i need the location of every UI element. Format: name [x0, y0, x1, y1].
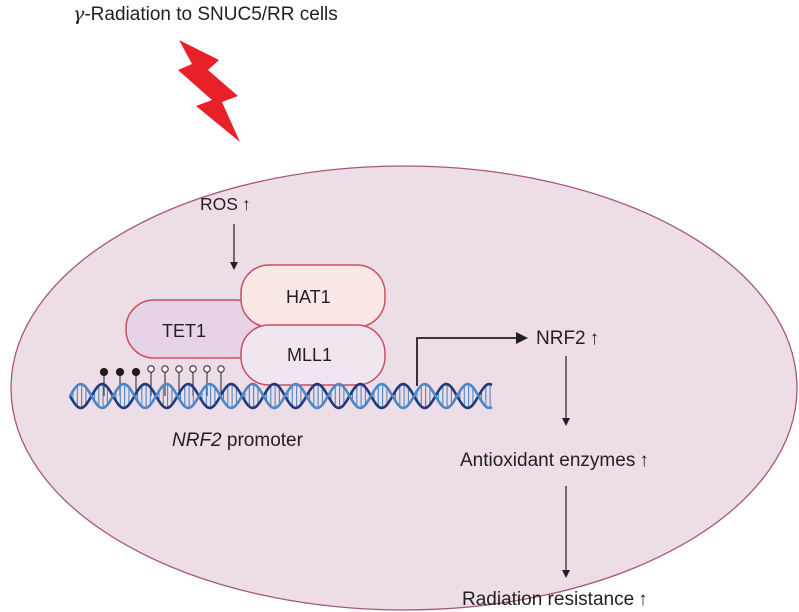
transcription-arrow-head: [516, 332, 528, 344]
dna-helix: [68, 382, 493, 410]
unmethylated-cpg-mark: [175, 365, 183, 373]
unmethylated-cpg-mark: [189, 365, 197, 373]
antioxidant-arrow-head: [562, 570, 570, 578]
hat1-label: HAT1: [286, 287, 331, 307]
unmethylated-cpg-mark: [203, 365, 211, 373]
resistance-label: Radiation resistance↑: [462, 589, 648, 610]
methylated-cpg-mark: [99, 367, 109, 377]
methylated-cpg-mark: [131, 367, 141, 377]
nrf2-arrow-head: [562, 418, 570, 426]
nrf2-label: NRF2↑: [536, 328, 599, 349]
unmethylated-cpg-mark: [147, 365, 155, 373]
unmethylated-cpg-mark: [161, 365, 169, 373]
transcription-arrow: [416, 337, 518, 386]
methylated-cpg-mark: [115, 367, 125, 377]
tet1-label: TET1: [162, 321, 206, 341]
promoter-label: NRF2 promoter: [172, 430, 304, 451]
lightning-icon: [178, 40, 240, 142]
dna-strand-1: [68, 382, 493, 410]
mll1-label: MLL1: [287, 345, 332, 365]
ros-label: ROS↑: [200, 194, 251, 214]
ros-arrow-head: [230, 262, 238, 270]
dna-strand-2: [68, 382, 493, 410]
diagram-title: γ-Radiation to SNUC5/RR cells: [73, 3, 338, 25]
unmethylated-cpg-mark: [217, 365, 225, 373]
antioxidant-label: Antioxidant enzymes↑: [460, 450, 649, 471]
